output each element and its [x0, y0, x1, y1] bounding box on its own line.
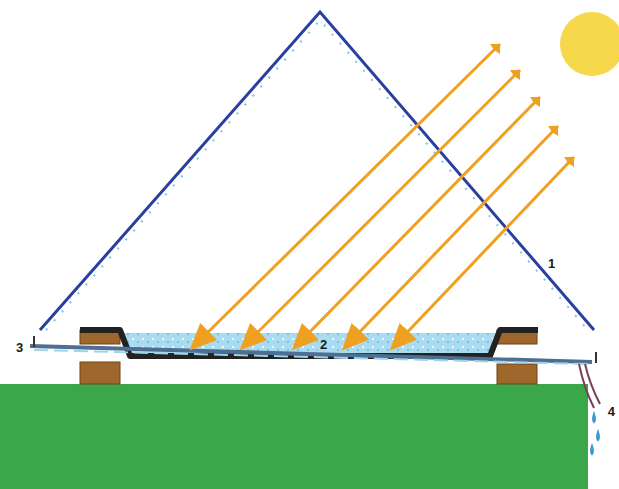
sun — [560, 12, 619, 76]
callout-number: 2 — [318, 337, 329, 352]
callout-number: 3 — [14, 340, 25, 355]
tray — [30, 346, 592, 362]
glass-cover — [40, 12, 594, 330]
ray-fletching — [490, 44, 574, 167]
callout-number: 4 — [606, 404, 617, 419]
ground-block — [0, 384, 588, 489]
callout-number: 1 — [546, 256, 557, 271]
sun-rays — [198, 44, 574, 342]
